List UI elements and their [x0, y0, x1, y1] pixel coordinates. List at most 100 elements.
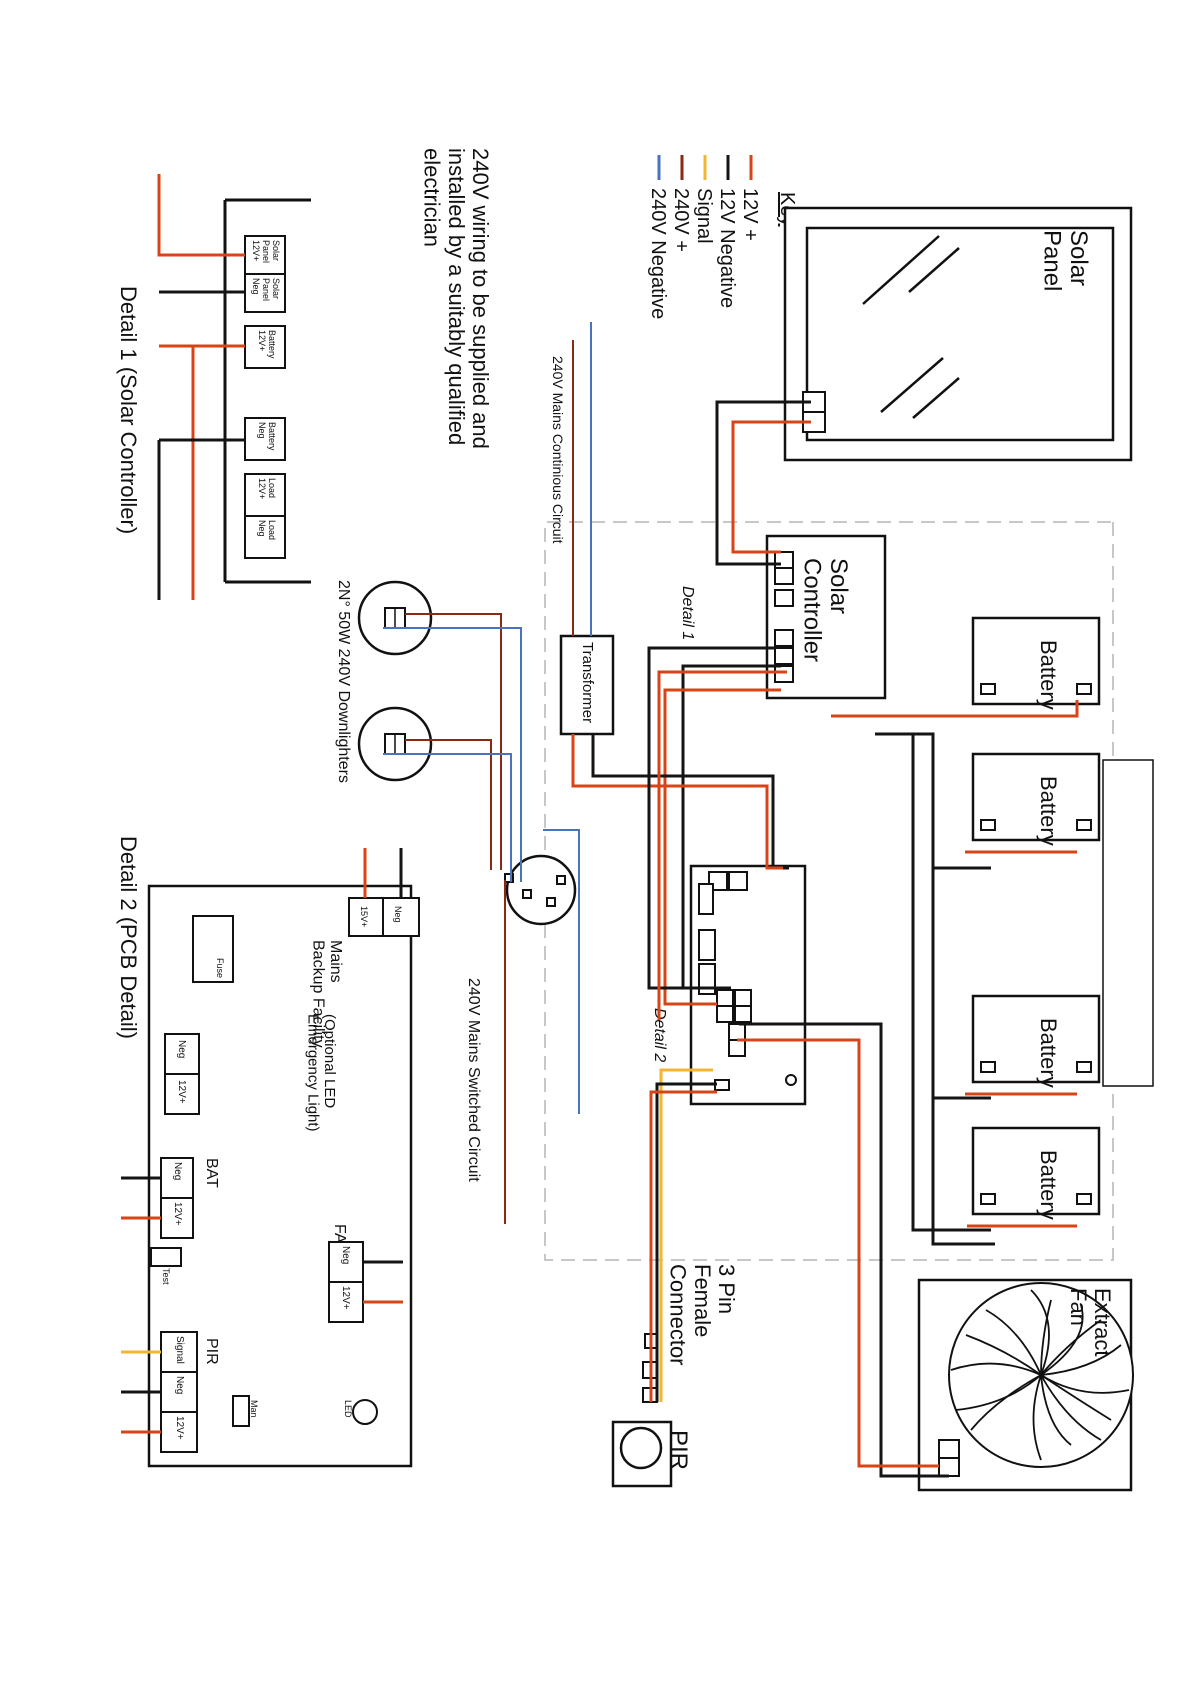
fan-blades-icon	[950, 1289, 1130, 1461]
wire-sc-load-pos	[663, 688, 781, 1006]
detail1-diagram: SolarPanel12V+ SolarPanelNeg Battery12V+…	[116, 174, 311, 600]
battery-pos-bus	[831, 700, 1079, 1228]
d2-man-label: Man	[249, 1400, 259, 1418]
pcb-terminal-7	[728, 1023, 746, 1041]
pcb-terminal-4	[734, 1005, 752, 1023]
detail1-title: Detail 1 (Solar Controller)	[116, 286, 141, 534]
d1-wire-bat-neg	[157, 438, 245, 600]
d2-mains-term-pos-label: 15V+	[359, 906, 369, 927]
socket-pin-3	[546, 897, 556, 907]
downlighter-1	[357, 580, 433, 656]
d1-label-sp-neg: SolarPanelNeg	[251, 278, 281, 301]
d1-label-sp-pos: SolarPanel12V+	[251, 240, 281, 263]
d2-led-term-pos	[164, 1073, 200, 1115]
pcb-terminal-5	[716, 989, 734, 1007]
d2-pir-term-signal-label: Signal	[174, 1336, 185, 1364]
mains-switched-label: 240V Mains Switched Circuit	[465, 978, 482, 1182]
panel-glare-3	[880, 357, 944, 413]
downlighters-label: 2N° 50W 240V Downlighters	[335, 580, 352, 783]
extract-fan-label: ExtractFan	[1066, 1288, 1115, 1356]
extract-fan: ExtractFan	[917, 1278, 1134, 1492]
right-edge-panel	[1102, 759, 1154, 1087]
solar-controller-label: SolarController	[799, 558, 852, 662]
wire-pcb-to-fan-pos	[737, 1038, 939, 1468]
pir-sensor: PIR	[611, 1420, 692, 1488]
note-240v: 240V wiring to be supplied andinstalled …	[420, 148, 493, 449]
d2-fuse-label: Fuse	[215, 958, 225, 978]
battery-1-terminal-neg	[980, 683, 996, 695]
d2-pir-term-neg-label: Neg	[174, 1376, 185, 1394]
key-label-12v-pos: 12V +	[739, 188, 761, 241]
battery-3-terminal-neg	[980, 1061, 996, 1073]
pcb-small-1	[714, 1079, 730, 1091]
key-label-signal: Signal	[693, 188, 715, 244]
detail2-title: Detail 2 (PCB Detail)	[116, 836, 141, 1039]
d2-pir-label: PIR	[203, 1338, 220, 1365]
transformer-label: Transformer	[579, 642, 596, 723]
solar-panel-label: SolarPanel	[1039, 230, 1092, 291]
wire-panel-to-sc-neg	[715, 400, 811, 566]
wire-pcb-to-pir-signal	[659, 1068, 713, 1402]
fan-terminal-neg	[938, 1457, 960, 1477]
pcb-terminal-8	[728, 1039, 746, 1057]
d2-mains-label: MainsBackup Facility	[309, 940, 344, 1048]
d1-wire-sp-pos	[157, 174, 245, 257]
pir-label: PIR	[665, 1430, 692, 1470]
pcb-slot-1	[698, 883, 714, 915]
pcb-board: Detail 2	[651, 864, 807, 1106]
battery-4: Battery	[971, 1126, 1101, 1220]
wire-switched-neg	[543, 829, 580, 1114]
d2-led-term-neg-label: Neg	[176, 1040, 187, 1058]
d1-label-load-neg: LoadNeg	[257, 520, 277, 540]
battery-3-label: Battery	[1036, 1018, 1061, 1088]
pcb-slot-2	[698, 929, 716, 961]
d2-test-label: Test	[161, 1268, 171, 1285]
battery-4-terminal-pos	[1076, 1193, 1092, 1205]
d1-wire-bat-pos	[159, 344, 245, 600]
wire-pcb-to-pir-pos	[649, 1090, 717, 1402]
battery-4-label: Battery	[1036, 1150, 1061, 1220]
downlighter-2	[357, 706, 433, 782]
d2-led-light-label: (Optional LEDEmergency Light)	[305, 1014, 339, 1132]
d1-term-load-neg	[244, 515, 286, 559]
pcb-terminal-3	[734, 989, 752, 1007]
fuse-icon	[192, 915, 234, 983]
d2-man-header	[232, 1395, 250, 1427]
wire-sc-pos-to-pcb	[657, 670, 787, 1020]
panel-glare-4	[912, 377, 960, 419]
sc-term-2	[774, 567, 794, 585]
battery-neg-bus-2	[911, 734, 966, 1232]
d2-pir-term-pos-label: 12V+	[174, 1416, 185, 1440]
sc-term-5	[774, 647, 794, 665]
d2-led-label: LED	[343, 1400, 353, 1418]
solar-controller: SolarController Detail 1	[679, 534, 887, 700]
d1-label-bat-pos: Battery12V+	[257, 330, 277, 359]
battery-1-label: Battery	[1036, 640, 1061, 710]
pir-lens-icon	[619, 1426, 663, 1470]
switch-socket	[504, 854, 577, 926]
key-label-240v-neg: 240V Negative	[647, 188, 669, 319]
d2-bat-term-neg-label: Neg	[172, 1162, 183, 1180]
battery-2: Battery	[971, 752, 1101, 846]
battery-3: Battery	[971, 994, 1101, 1088]
panel-glare-1	[862, 235, 940, 305]
wire-sc-neg-to-pcb	[647, 646, 775, 990]
detail2-tag: Detail 2	[651, 1008, 668, 1062]
sc-term-4	[774, 629, 794, 647]
key-legend: Key 12V + 12V Negative Signal 240V + 240…	[647, 155, 798, 319]
d2-bat-label: BAT	[203, 1158, 220, 1188]
key-label-12v-neg: 12V Negative	[716, 188, 738, 308]
transformer: Transformer	[559, 634, 615, 736]
d2-bat-term-pos-label: 12V+	[172, 1202, 183, 1226]
detail2-diagram: 15V+ Neg MainsBackup Facility Fuse (Opti…	[116, 836, 420, 1468]
solar-panel: SolarPanel	[783, 206, 1133, 462]
pcb-terminal-6	[716, 1005, 734, 1023]
fan-terminal-pos	[938, 1439, 960, 1459]
socket-pin-4	[556, 875, 566, 885]
pcb-terminal-1	[728, 871, 748, 891]
battery-1-terminal-pos	[1076, 683, 1092, 695]
battery-4-terminal-neg	[980, 1193, 996, 1205]
mains-continuous-label: 240V Mains Continious Circuit	[550, 356, 566, 544]
panel-glare-2	[908, 247, 960, 293]
sc-term-6	[774, 665, 794, 683]
